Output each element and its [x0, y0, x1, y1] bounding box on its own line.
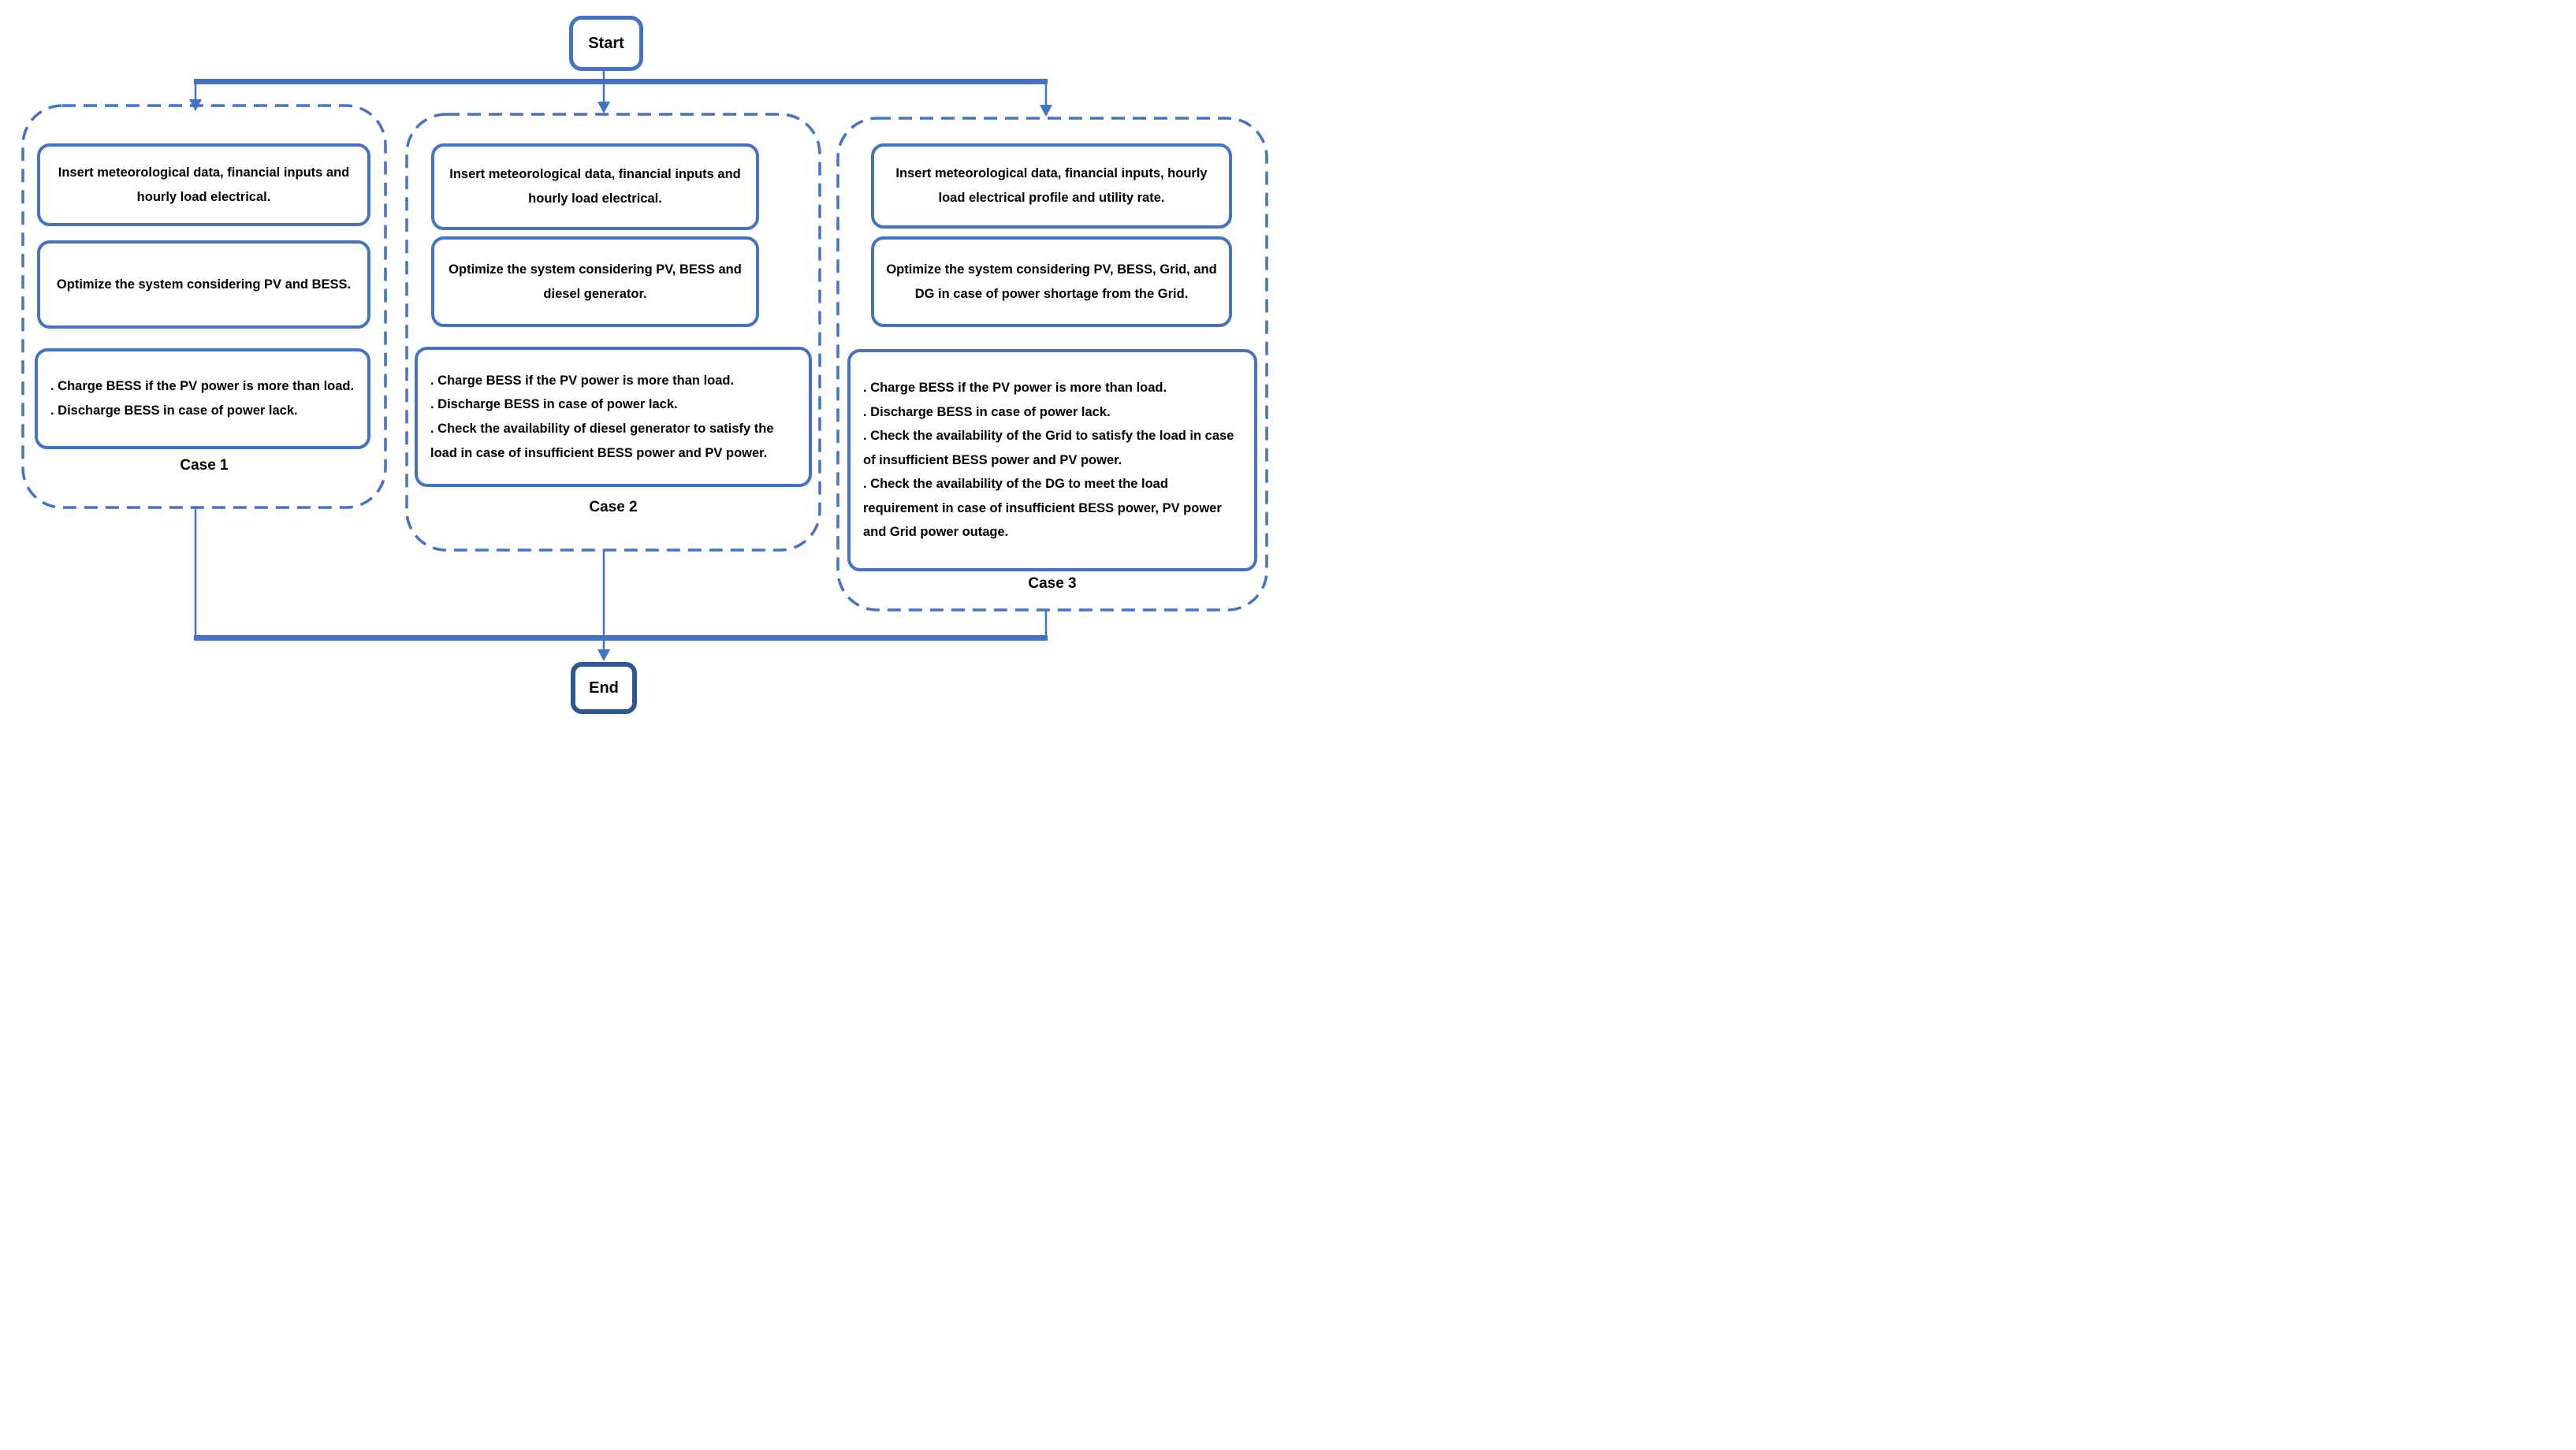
case-2-container: Insert meteorological data, financial in…	[407, 114, 820, 550]
case-3-optimize-text: Optimize the system considering PV, BESS…	[886, 262, 1217, 301]
top-branch-bar	[194, 79, 1048, 84]
case-2-optimize-box: Optimize the system considering PV, BESS…	[431, 236, 759, 327]
case-1-optimize-text: Optimize the system considering PV and B…	[56, 277, 352, 292]
case-1-input-box: Insert meteorological data, financial in…	[37, 143, 370, 226]
case-3-label: Case 3	[1028, 575, 1077, 592]
case-2-input-text: Insert meteorological data, financial in…	[449, 167, 741, 206]
case-3-container: Insert meteorological data, financial in…	[838, 118, 1267, 610]
case-2-logic-box: . Charge BESS if the PV power is more th…	[415, 347, 812, 487]
case-3-logic-text: . Charge BESS if the PV power is more th…	[863, 381, 1234, 540]
case-1-logic-box: . Charge BESS if the PV power is more th…	[35, 348, 370, 449]
end-node: End	[571, 662, 637, 714]
case-1-optimize-box: Optimize the system considering PV and B…	[37, 240, 370, 329]
branch-right-arrowhead	[1040, 105, 1052, 117]
case-3-optimize-box: Optimize the system considering PV, BESS…	[871, 236, 1232, 327]
case-1-logic-text: . Charge BESS if the PV power is more th…	[50, 379, 355, 418]
case-3-input-text: Insert meteorological data, financial in…	[895, 166, 1208, 205]
branch-mid-arrowhead	[597, 102, 610, 113]
start-label: Start	[588, 34, 624, 52]
case-1-label: Case 1	[180, 457, 229, 474]
bottom-merge-bar	[194, 635, 1048, 641]
case-1-input-text: Insert meteorological data, financial in…	[58, 165, 350, 204]
case-3-input-box: Insert meteorological data, financial in…	[871, 143, 1232, 229]
end-arrowhead	[597, 649, 610, 661]
case-2-label: Case 2	[589, 499, 638, 515]
end-label: End	[589, 679, 619, 697]
case-3-logic-box: . Charge BESS if the PV power is more th…	[847, 349, 1257, 571]
flowchart-canvas: Start Insert meteorological data, financ…	[0, 0, 1288, 725]
case-2-logic-text: . Charge BESS if the PV power is more th…	[430, 373, 774, 460]
start-node: Start	[569, 16, 643, 71]
case-2-optimize-text: Optimize the system considering PV, BESS…	[449, 262, 742, 301]
case-2-input-box: Insert meteorological data, financial in…	[431, 143, 759, 230]
case-1-container: Insert meteorological data, financial in…	[23, 106, 385, 507]
